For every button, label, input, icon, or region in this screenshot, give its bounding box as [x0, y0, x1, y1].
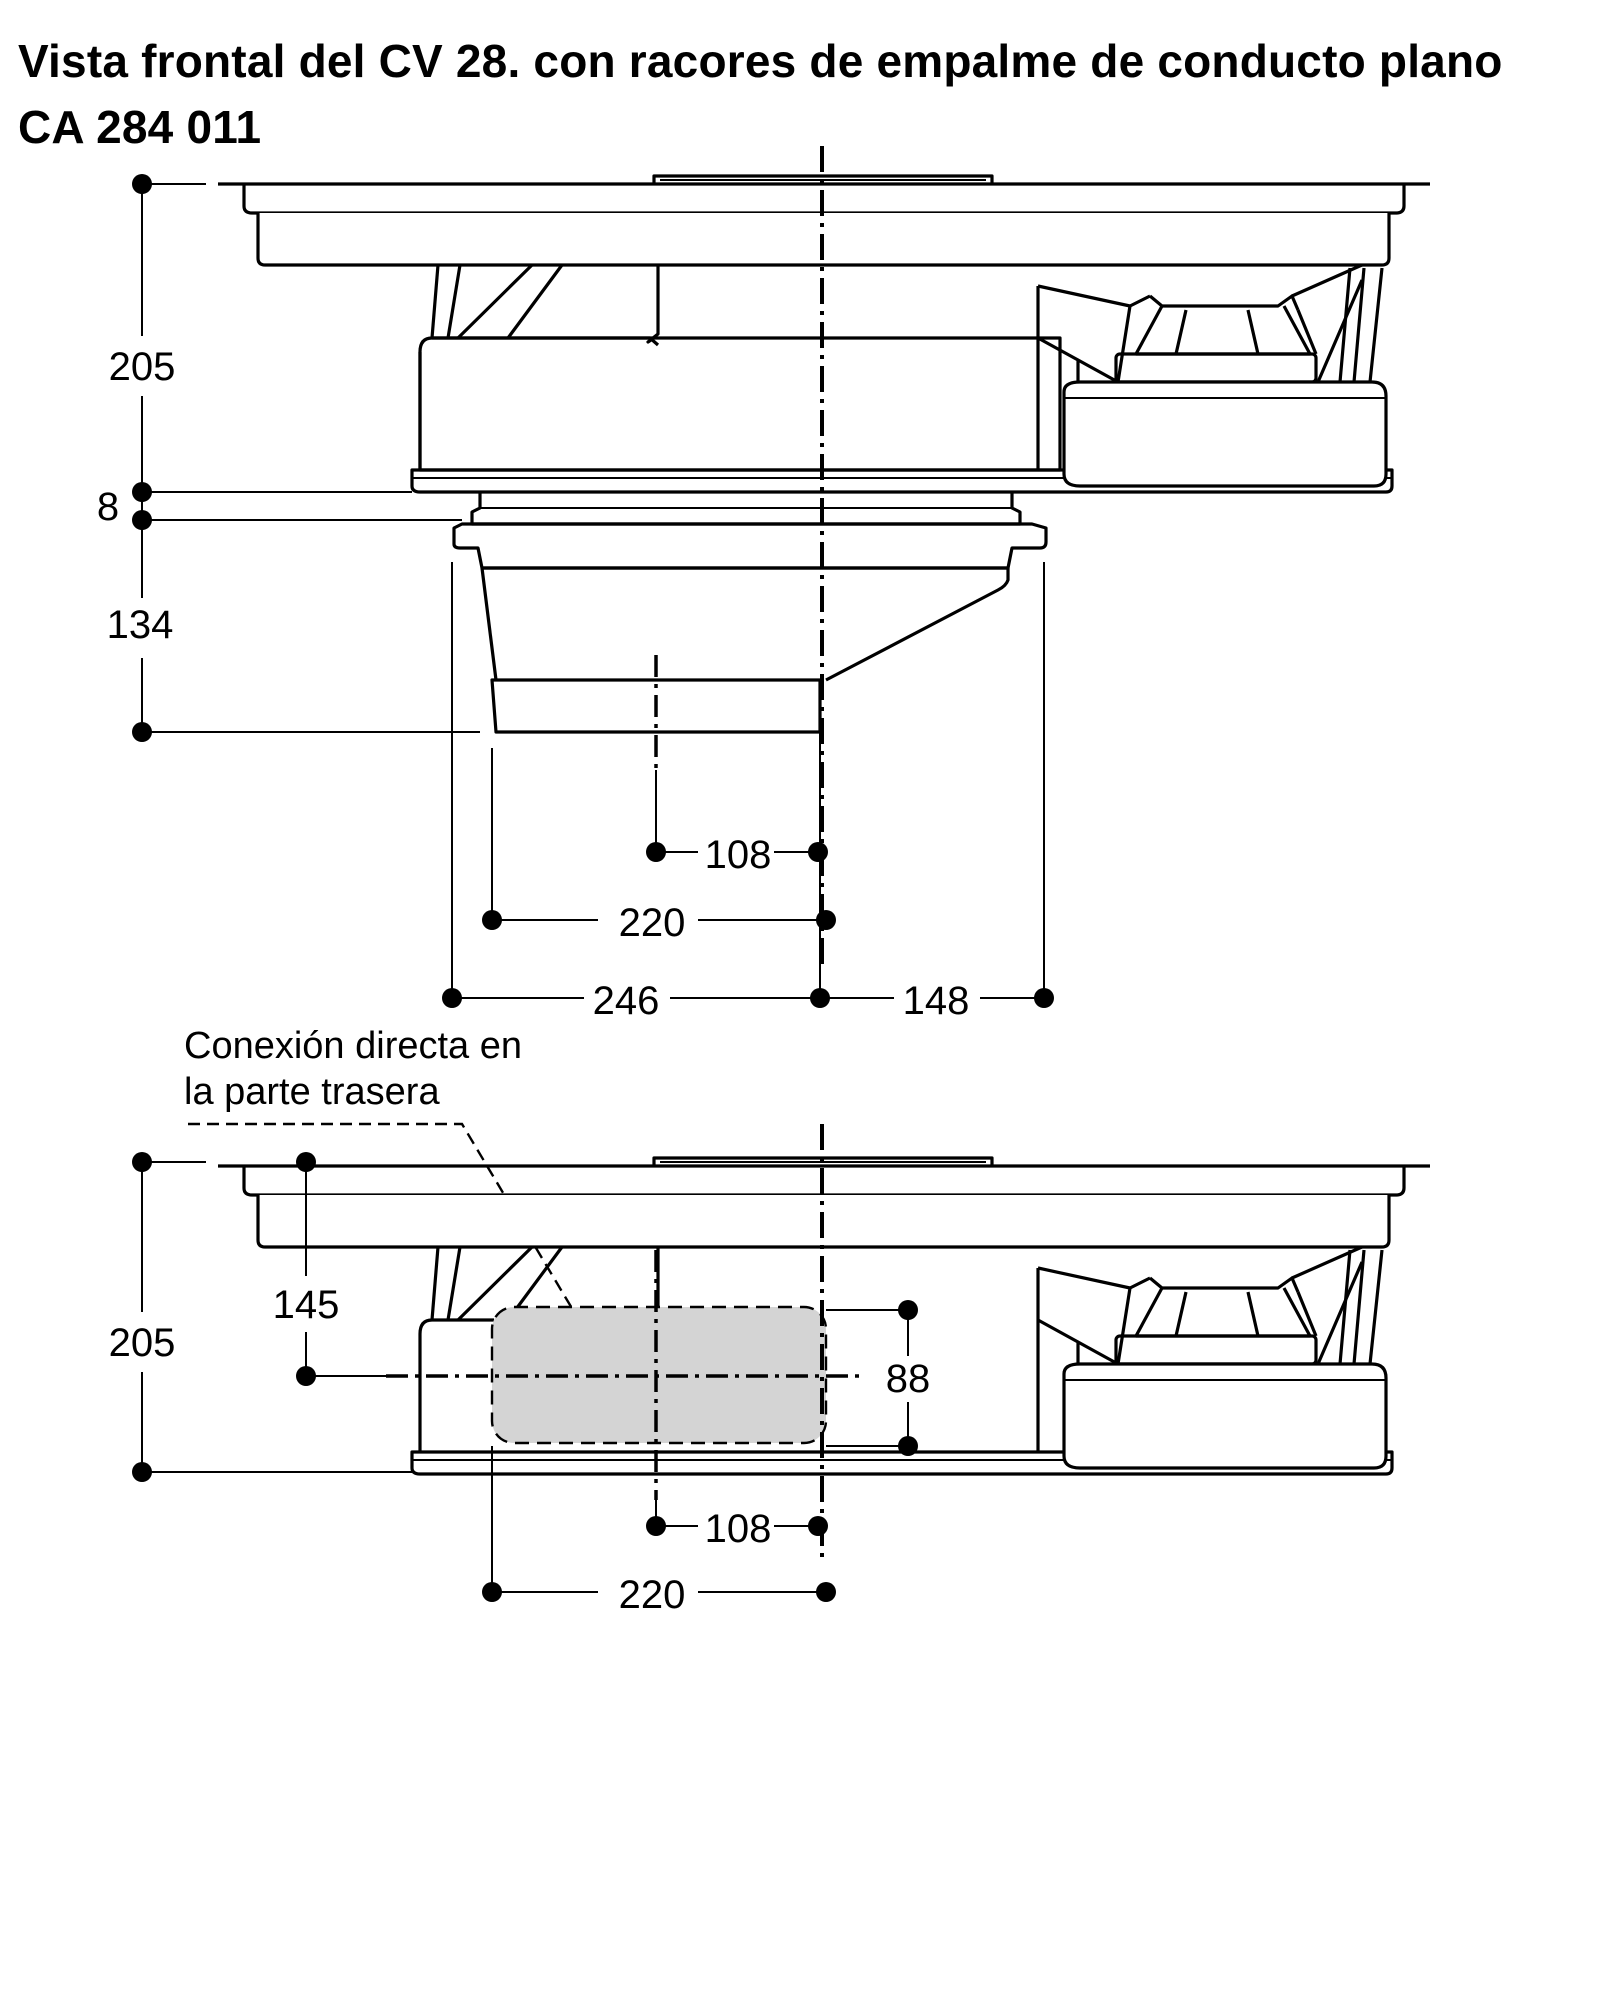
- dim-duct-88: 88: [886, 1357, 931, 1401]
- dim-width-148: 148: [903, 979, 970, 1023]
- dim-width-220-top: 220: [619, 901, 686, 945]
- dim-height-205-top: 205: [109, 345, 176, 389]
- duct-height-dim: 88: [826, 1300, 948, 1456]
- title-line-1: Vista frontal del CV 28. con racores de …: [18, 35, 1503, 87]
- dim-gap-8: 8: [97, 485, 119, 529]
- annotation-line-2: la parte trasera: [184, 1071, 440, 1113]
- height-dims-top: 205 8 134: [95, 174, 480, 742]
- dim-width-246: 246: [593, 979, 660, 1023]
- dim-width-220-bottom: 220: [619, 1573, 686, 1617]
- annotation-rear-connection: Conexión directa en la parte trasera: [184, 1025, 609, 1367]
- dim-height-134: 134: [107, 603, 174, 647]
- motor-assembly-bottom: [1036, 1245, 1388, 1470]
- width-dims-bottom: 108 220: [482, 1446, 836, 1617]
- page-title: Vista frontal del CV 28. con racores de …: [18, 28, 1503, 160]
- duct-adapter: [452, 492, 1048, 734]
- motor-assembly: [1036, 263, 1388, 488]
- dim-center-145: 145: [273, 1283, 340, 1327]
- dim-offset-108-bottom: 108: [705, 1507, 772, 1551]
- bottom-view: Conexión directa en la parte trasera: [95, 1025, 1430, 1617]
- title-line-2: CA 284 011: [18, 101, 262, 153]
- width-dims-top: 108 220 246 148: [442, 562, 1054, 1023]
- fan-housing: [410, 263, 1394, 494]
- top-view: 205 8 134 108 220: [95, 146, 1430, 1023]
- annotation-line-1: Conexión directa en: [184, 1025, 522, 1067]
- dim-height-205-bottom: 205: [109, 1321, 176, 1365]
- height-dims-bottom: 205 145: [95, 1152, 412, 1482]
- dim-offset-108-top: 108: [705, 833, 772, 877]
